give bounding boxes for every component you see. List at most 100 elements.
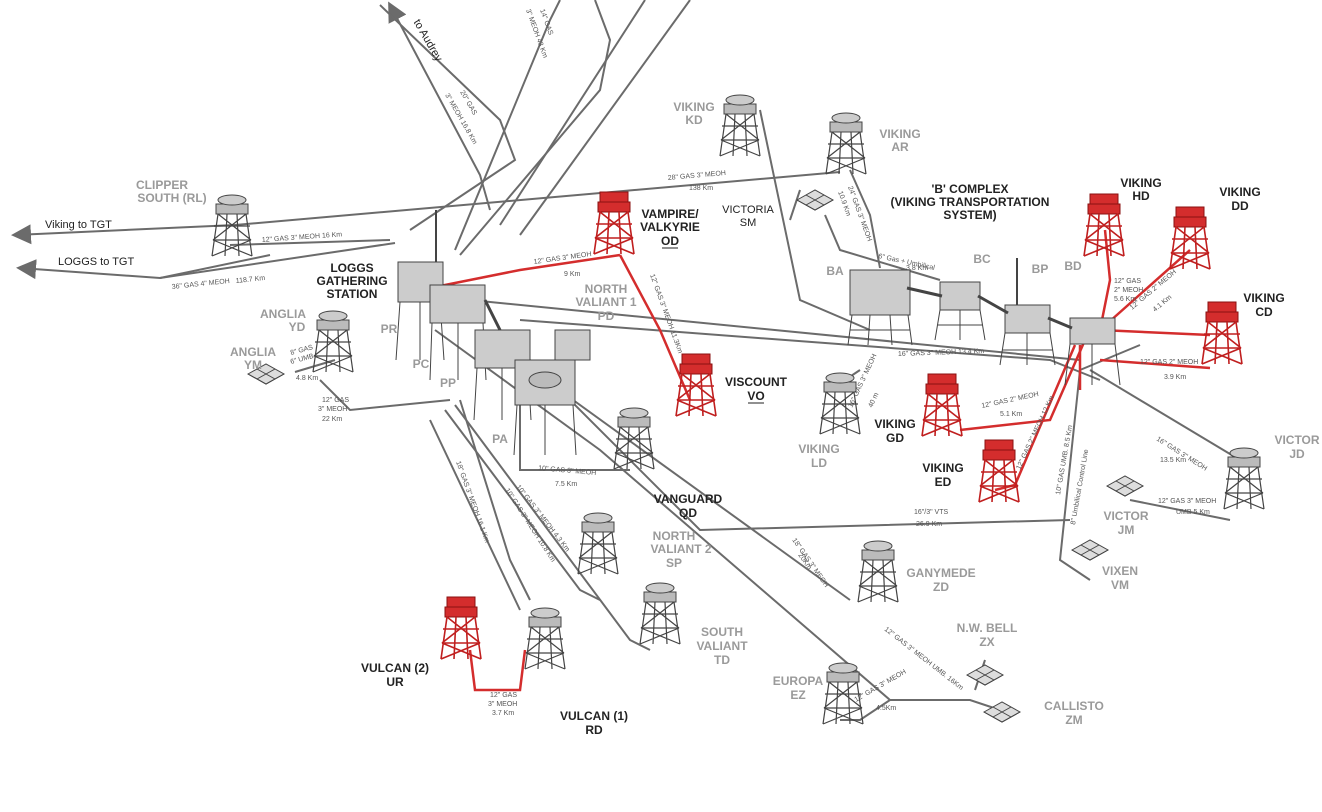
- vampire-label-3: OD: [661, 234, 679, 248]
- anglia-ym-label-1: ANGLIA: [230, 345, 276, 359]
- loggs-to-tgt-label: LOGGS to TGT: [58, 256, 134, 268]
- b-complex-title-3: SYSTEM): [943, 208, 996, 222]
- ganymede-label-1: GANYMEDE: [906, 566, 975, 580]
- direction-labels: to Audrey Viking to TGT LOGGS to TGT: [45, 17, 445, 268]
- pipeline-label: 12" GAS 2" MEOH: [981, 391, 1039, 410]
- b-complex-title: 'B' COMPLEX: [931, 182, 1008, 196]
- pipeline-label: 3.8 Km: [906, 265, 928, 272]
- anglia-yd-label-2: YD: [289, 320, 306, 334]
- viking-gd-label-2: GD: [886, 431, 904, 445]
- victor-jd-label-1: VICTOR: [1274, 433, 1319, 447]
- pipeline-label: 9 Km: [564, 271, 581, 278]
- callisto-label-2: ZM: [1065, 713, 1082, 727]
- pipeline-label: 16"/3" VTS: [914, 509, 948, 516]
- pipeline-label: 16" GAS 3" MEOH 13.4 Km: [898, 348, 985, 358]
- pipeline-label: 12" GAS 3" MEOH: [854, 669, 908, 704]
- loggs-title-3: STATION: [327, 287, 378, 301]
- bd-label: BD: [1064, 259, 1082, 273]
- pipeline-label: 12" GAS 3" MEOH: [1158, 498, 1216, 505]
- vulcan1-label-2: RD: [585, 723, 603, 737]
- nw-bell-label-2: ZX: [979, 635, 994, 649]
- clipper-label-2: SOUTH (RL): [137, 191, 206, 205]
- vulcan1-label-1: VULCAN (1): [560, 709, 628, 723]
- viking-kd-label-2: KD: [685, 113, 703, 127]
- ganymede-label-2: ZD: [933, 580, 949, 594]
- north-valiant1-label-2: VALIANT 1: [575, 295, 636, 309]
- pipeline-label: 12" GAS 2" MEOH: [1140, 359, 1198, 366]
- pc-label: PC: [413, 357, 430, 371]
- viking-cd-label-2: CD: [1255, 305, 1273, 319]
- pipeline-label: 40 m: [867, 392, 880, 409]
- pipeline-label: 26.9 Km: [916, 521, 942, 528]
- anglia-yd-label-1: ANGLIA: [260, 307, 306, 321]
- bc-label: BC: [973, 252, 991, 266]
- pipeline-label: 28" GAS 3" MEOH: [668, 170, 727, 182]
- pipeline-label: 13.5 Km: [1160, 457, 1186, 464]
- pipeline-label: 4.5Km: [876, 705, 896, 712]
- pipeline-label: 16" GAS 3" MEOH: [1155, 436, 1208, 473]
- south-valiant-label-1: SOUTH: [701, 625, 743, 639]
- victor-jm-label-2: JM: [1118, 523, 1135, 537]
- pipeline-label: UMB 5 Km: [1176, 509, 1210, 516]
- viking-hd-label-1: VIKING: [1120, 176, 1161, 190]
- callisto-label-1: CALLISTO: [1044, 699, 1104, 713]
- platform-structures: [211, 94, 1265, 725]
- nw-bell-label-1: N.W. BELL: [957, 621, 1018, 635]
- victoria-label-1: VICTORIA: [722, 204, 774, 216]
- north-valiant2-label-1: NORTH: [653, 529, 696, 543]
- viking-ld-label-2: LD: [811, 456, 827, 470]
- north-valiant1-label-1: NORTH: [585, 282, 628, 296]
- group-labels: 'B' COMPLEX (VIKING TRANSPORTATION SYSTE…: [316, 182, 1082, 446]
- viking-to-tgt-label: Viking to TGT: [45, 219, 112, 231]
- pp-label: PP: [440, 376, 456, 390]
- pipeline-label: 3.7 Km: [492, 710, 514, 717]
- label-underlines: [662, 247, 764, 404]
- ba-label: BA: [826, 264, 844, 278]
- pipeline-label: 12" GAS: [322, 397, 349, 404]
- victor-jd-label-2: JD: [1289, 447, 1305, 461]
- vulcan2-label-1: VULCAN (2): [361, 661, 429, 675]
- viscount-label-1: VISCOUNT: [725, 375, 788, 389]
- viking-ar-label-1: VIKING: [879, 127, 920, 141]
- viking-dd-label-2: DD: [1231, 199, 1249, 213]
- europa-label-2: EZ: [790, 688, 805, 702]
- pipeline-label: 3.9 Km: [1164, 374, 1186, 381]
- pr-label: PR: [381, 322, 398, 336]
- south-valiant-label-2: VALIANT: [696, 639, 748, 653]
- north-valiant2-label-2: VALIANT 2: [650, 542, 711, 556]
- pipeline-label: 118.7 Km: [235, 275, 265, 285]
- vixen-label-1: VIXEN: [1102, 564, 1138, 578]
- viking-cd-label-1: VIKING: [1243, 291, 1284, 305]
- bp-label: BP: [1032, 262, 1049, 276]
- viking-gd-label-1: VIKING: [874, 417, 915, 431]
- vanguard-label-1: VANGUARD: [654, 492, 723, 506]
- viking-ed-label-1: VIKING: [922, 461, 963, 475]
- pipeline-label: 12" GAS: [490, 692, 517, 699]
- vampire-label-2: VALKYRIE: [640, 220, 700, 234]
- b-complex-title-2: (VIKING TRANSPORTATION: [891, 195, 1050, 209]
- pipeline-label: 4.1 Km: [1152, 294, 1174, 314]
- pipeline-label: 8" Umbilical Control Line: [1070, 449, 1090, 526]
- pipeline-label: 7.5 Km: [555, 481, 577, 488]
- europa-label-1: EUROPA: [773, 674, 824, 688]
- viking-hd-label-2: HD: [1132, 189, 1150, 203]
- south-valiant-label-3: TD: [714, 653, 730, 667]
- viscount-label-2: VO: [747, 389, 764, 403]
- viking-dd-label-1: VIKING: [1219, 185, 1260, 199]
- pipeline-label: 12" GAS 2" MEOH 12 Km: [1015, 395, 1055, 471]
- pipeline-label: 3" MEOH: [318, 406, 347, 413]
- pipeline-label: 4.8 Km: [296, 375, 318, 382]
- viking-ed-label-2: ED: [935, 475, 952, 489]
- north-valiant2-label-3: SP: [666, 556, 682, 570]
- victoria-label-2: SM: [740, 217, 757, 229]
- loggs-title: LOGGS: [330, 261, 373, 275]
- pipeline-label: 2" MEOH: [1114, 287, 1143, 294]
- pa-label: PA: [492, 432, 508, 446]
- pipeline-label: 36" GAS 4" MEOH: [171, 278, 230, 291]
- clipper-label-1: CLIPPER: [136, 178, 188, 192]
- vampire-label-1: VAMPIRE/: [641, 207, 699, 221]
- anglia-ym-label-2: YM: [244, 358, 262, 372]
- pipeline-label: 22 Km: [322, 416, 342, 423]
